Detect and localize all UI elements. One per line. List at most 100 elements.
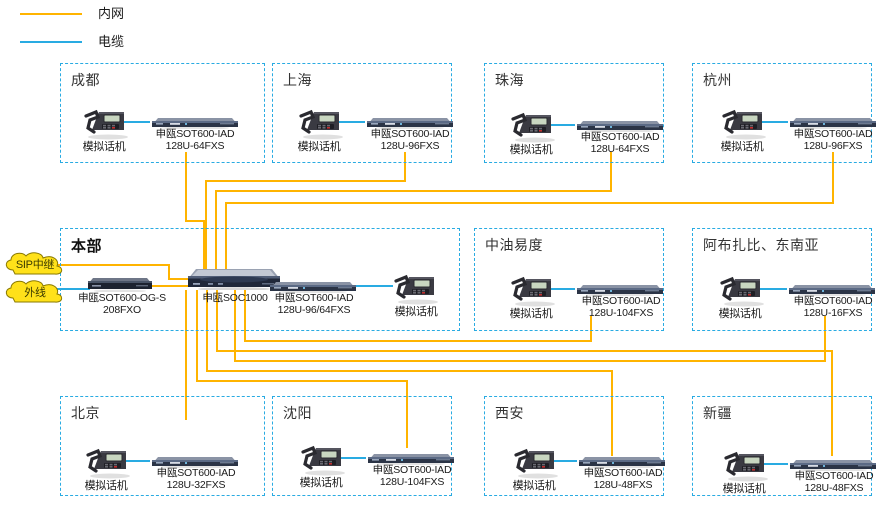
device-label-hangzhou-line1: 申瓯SOT600-IAD: [793, 128, 873, 140]
intranet-link-xinjiang-v2: [831, 350, 833, 456]
device-icon-hq-gateway: [88, 278, 152, 292]
cloud-sip-trunk: SIP中继: [2, 250, 68, 278]
intranet-link-abudhabi-h: [234, 360, 826, 362]
device-icon-chengdu: [152, 118, 238, 129]
intranet-link-ogs-soc: [152, 285, 190, 287]
device-label-xian-line1: 申瓯SOT600-IAD: [583, 467, 663, 479]
site-box-beijing: 北京: [60, 396, 265, 496]
device-icon-zhongyou: [577, 285, 663, 296]
phone-icon-zhongyou: [511, 276, 555, 307]
phone-icon-chengdu: [84, 109, 128, 140]
phone-icon-abudhabi: [720, 276, 764, 307]
cable-xian: [543, 460, 577, 462]
site-title-shenyang: 沈阳: [283, 405, 312, 421]
site-title-xian: 西安: [495, 405, 524, 421]
intranet-link-abudhabi-v2: [824, 316, 826, 362]
legend-label-cable: 电缆: [98, 34, 125, 49]
site-title-abudhabi: 阿布扎比、东南亚: [703, 237, 819, 253]
phone-label-xian: 模拟话机: [512, 480, 556, 492]
phone-label-chengdu: 模拟话机: [82, 141, 126, 153]
intranet-link-xian-v2: [611, 370, 613, 456]
device-label-zhongyou-line2: 128U-104FXS: [588, 307, 654, 319]
device-icon-abudhabi: [789, 285, 875, 296]
device-icon-shanghai: [367, 118, 453, 129]
device-label-shenyang-line2: 128U-104FXS: [379, 476, 445, 488]
cloud-label-outside-line: 外线: [24, 287, 46, 299]
device-label-abudhabi-line1: 申瓯SOT600-IAD: [793, 295, 873, 307]
phone-icon-hq: [394, 274, 438, 305]
phone-label-shanghai: 模拟话机: [297, 141, 341, 153]
site-box-xinjiang: 新疆: [692, 396, 872, 496]
device-label-xinjiang: 申瓯SOT600-IAD 128U-48FXS: [778, 470, 880, 494]
cable-chengdu: [112, 121, 150, 123]
intranet-link-abudhabi-v1: [234, 290, 236, 362]
device-label-hq-gateway: 申瓯SOT600-OG-S 208FXO: [62, 292, 182, 316]
phone-label-hangzhou: 模拟话机: [720, 141, 764, 153]
site-box-xian: 西安: [484, 396, 664, 496]
legend-item-intranet: 内网: [20, 6, 220, 22]
intranet-link-chengdu-h: [185, 220, 205, 222]
device-label-shanghai-line1: 申瓯SOT600-IAD: [370, 128, 450, 140]
phone-icon-xian: [514, 448, 558, 479]
intranet-link-shenyang-h: [196, 380, 408, 382]
phone-label-zhongyou: 模拟话机: [509, 308, 553, 320]
phone-icon-shenyang: [301, 445, 345, 476]
site-box-abudhabi: 阿布扎比、东南亚: [692, 228, 872, 331]
device-label-shanghai: 申瓯SOT600-IAD 128U-96FXS: [355, 128, 465, 152]
site-box-chengdu: 成都: [60, 63, 265, 163]
intranet-link-sip-h2: [168, 278, 190, 280]
device-label-xian: 申瓯SOT600-IAD 128U-48FXS: [567, 467, 679, 491]
legend-line-cable-icon: [20, 41, 82, 43]
site-box-zhongyou: 中油易度: [474, 228, 664, 331]
device-label-hq-iad: 申瓯SOT600-IAD 128U-96/64FXS: [258, 292, 370, 316]
intranet-link-zhuhai-v2: [215, 190, 217, 280]
device-label-zhuhai: 申瓯SOT600-IAD 128U-64FXS: [565, 131, 675, 155]
device-label-hq-gateway-line1: 申瓯SOT600-OG-S: [78, 292, 166, 304]
cable-xinjiang: [752, 463, 788, 465]
cable-hangzhou: [750, 121, 788, 123]
device-icon-shenyang: [368, 454, 454, 465]
device-label-shenyang: 申瓯SOT600-IAD 128U-104FXS: [356, 464, 468, 488]
device-label-hangzhou-line2: 128U-96FXS: [803, 140, 863, 152]
device-icon-hq-core: [188, 269, 280, 290]
cloud-shape-icon: [5, 280, 63, 303]
phone-icon-shanghai: [299, 109, 343, 140]
intranet-link-zhuhai-h: [215, 190, 612, 192]
cloud-shape-icon: [5, 252, 63, 275]
phone-label-beijing: 模拟话机: [84, 480, 128, 492]
device-label-hq-iad-line1: 申瓯SOT600-IAD: [274, 292, 354, 304]
intranet-link-xinjiang-v1: [216, 290, 218, 352]
intranet-link-chengdu-v2: [203, 220, 205, 280]
site-box-hq: 本部: [60, 228, 460, 331]
intranet-link-zhongyou-v2: [590, 316, 592, 342]
legend-label-intranet: 内网: [98, 6, 125, 21]
cable-hq-outside: [56, 288, 90, 290]
site-box-shenyang: 沈阳: [272, 396, 452, 496]
site-title-hangzhou: 杭州: [703, 72, 732, 88]
device-icon-hangzhou: [790, 118, 876, 129]
cable-beijing: [114, 460, 150, 462]
legend-item-cable: 电缆: [20, 34, 220, 50]
intranet-link-xian-v1: [206, 290, 208, 372]
phone-label-abudhabi: 模拟话机: [718, 308, 762, 320]
intranet-link-zhongyou-h: [244, 340, 592, 342]
phone-label-xinjiang: 模拟话机: [722, 483, 766, 495]
device-label-hq-iad-line2: 128U-96/64FXS: [277, 304, 351, 316]
phone-icon-hangzhou: [722, 109, 766, 140]
cable-abudhabi: [749, 288, 787, 290]
intranet-link-shenyang-v2: [406, 380, 408, 448]
site-title-shanghai: 上海: [283, 72, 312, 88]
cable-shanghai: [327, 121, 365, 123]
phone-icon-zhuhai: [511, 112, 555, 143]
cable-zhongyou: [540, 288, 575, 290]
device-icon-zhuhai: [577, 121, 663, 132]
intranet-link-hangzhou-h: [225, 202, 834, 204]
intranet-link-shanghai-v: [404, 152, 406, 182]
intranet-link-beijing-v: [185, 290, 187, 420]
intranet-link-zhongyou-v1: [244, 290, 246, 342]
site-title-beijing: 北京: [71, 405, 100, 421]
site-box-zhuhai: 珠海: [484, 63, 664, 163]
device-label-zhongyou: 申瓯SOT600-IAD 128U-104FXS: [565, 295, 677, 319]
device-label-shenyang-line1: 申瓯SOT600-IAD: [372, 464, 452, 476]
device-label-chengdu-line2: 128U-64FXS: [165, 140, 225, 152]
